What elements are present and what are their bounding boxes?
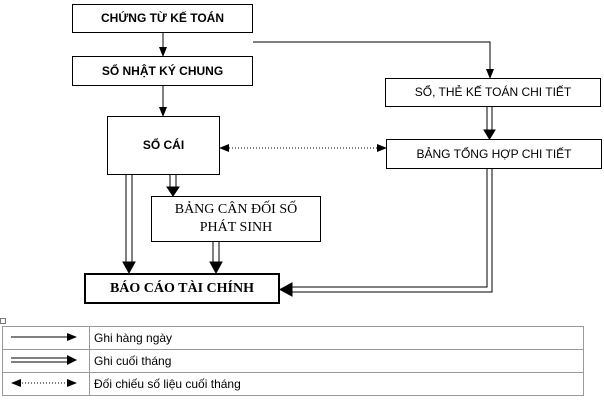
legend-symbol-dotted-arrow (2, 372, 90, 396)
legend-row-daily: Ghi hàng ngày (2, 326, 584, 350)
node-label-line-2: PHÁT SINH (199, 220, 273, 235)
legend-label: Ghi cuối tháng (89, 349, 584, 373)
legend-row-month-end: Ghi cuối tháng (2, 349, 584, 373)
legend-label: Đối chiếu số liệu cuối tháng (89, 372, 584, 396)
node-chung-tu-ke-toan: CHỨNG TỪ KẾ TOÁN (72, 4, 253, 33)
connector-layer (122, 33, 496, 297)
legend-label: Ghi hàng ngày (89, 326, 584, 350)
node-so-the-ke-toan-chi-tiet: SỔ, THẺ KẾ TOÁN CHI TIẾT (385, 78, 601, 107)
node-label: SỔ CÁI (142, 138, 185, 152)
node-so-nhat-ky-chung: SỔ NHẬT KÝ CHUNG (72, 56, 253, 86)
legend-symbol-single-arrow (2, 326, 90, 350)
node-label: BÁO CÁO TÀI CHÍNH (109, 281, 255, 296)
node-label: SỔ NHẬT KÝ CHUNG (101, 63, 224, 78)
node-bang-can-doi-so-phat-sinh: BẢNG CÂN ĐỐI SỐ PHÁT SINH (151, 196, 321, 242)
node-label: SỔ, THẺ KẾ TOÁN CHI TIẾT (414, 85, 572, 99)
legend-row-cross-check: Đối chiếu số liệu cuối tháng (2, 372, 584, 396)
legend-table: Ghi hàng ngày Ghi cuối tháng Đối chiếu s… (2, 326, 584, 396)
node-so-cai: SỔ CÁI (107, 116, 220, 175)
node-label: BẢNG TỔNG HỢP CHI TIẾT (416, 146, 572, 161)
legend-symbol-double-arrow (2, 349, 90, 373)
node-label: CHỨNG TỪ KẾ TOÁN (100, 11, 225, 25)
arrow-chungtu-thechitiet (253, 41, 494, 79)
node-bang-tong-hop-chi-tiet: BẢNG TỔNG HỢP CHI TIẾT (386, 139, 602, 169)
node-label-line-1: BẢNG CÂN ĐỐI SỐ (174, 202, 298, 217)
anchor-marker (0, 318, 6, 324)
node-bao-cao-tai-chinh: BÁO CÁO TÀI CHÍNH (84, 273, 280, 304)
double-tonghop-baocao (290, 169, 488, 288)
